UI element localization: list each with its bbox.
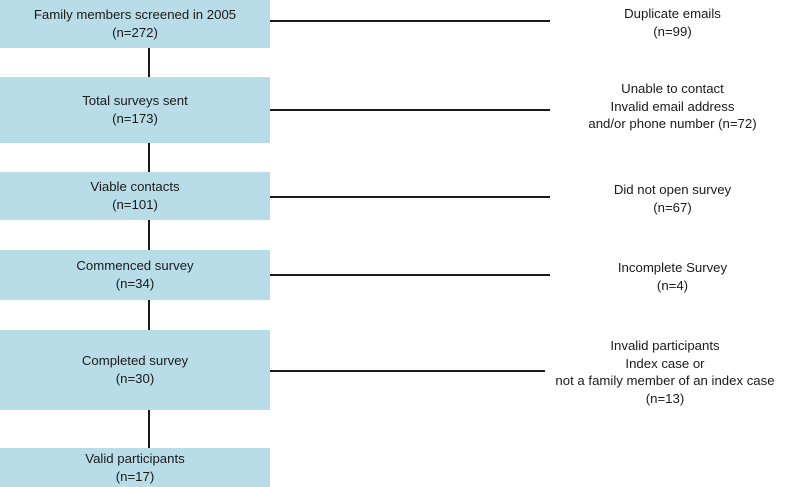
connector-branch-duplicate-emails	[270, 20, 550, 22]
flow-box-count: (n=34)	[115, 276, 155, 291]
connector-branch-did-not-open-survey	[270, 196, 550, 198]
connector-branch-unable-to-contact	[270, 109, 550, 111]
exclusion-note-line: Did not open survey	[613, 182, 732, 197]
exclusion-note-line: Incomplete Survey	[617, 260, 728, 275]
exclusion-note-did-not-open-survey: Did not open survey (n=67)	[545, 181, 800, 216]
connector-surveys-sent-to-viable-contacts	[148, 143, 150, 172]
exclusion-note-duplicate-emails: Duplicate emails (n=99)	[545, 5, 800, 40]
flow-box-count: (n=17)	[115, 468, 155, 484]
flow-box-label: Family members screened in 2005	[33, 7, 237, 23]
connector-viable-contacts-to-commenced	[148, 220, 150, 250]
flow-box-family-members-screened: Family members screened in 2005 (n=272)	[0, 0, 270, 48]
connector-branch-incomplete-survey	[270, 274, 550, 276]
exclusion-note-line: Duplicate emails	[624, 6, 721, 21]
exclusion-note-line: Invalid email address	[610, 98, 735, 114]
connector-screened-to-surveys-sent	[148, 48, 150, 77]
exclusion-note-incomplete-survey: Incomplete Survey (n=4)	[545, 259, 800, 294]
connector-completed-to-valid	[148, 410, 150, 448]
exclusion-note-line: (n=13)	[645, 391, 685, 407]
flow-box-label: Viable contacts	[90, 179, 180, 195]
flow-box-completed-survey: Completed survey (n=30)	[0, 330, 270, 410]
flow-box-viable-contacts: Viable contacts (n=101)	[0, 172, 270, 220]
connector-branch-invalid-participants	[270, 370, 545, 372]
exclusion-note-line: and/or phone number (n=72)	[588, 116, 757, 132]
flow-box-commenced-survey: Commenced survey (n=34)	[0, 250, 270, 300]
flow-box-total-surveys-sent: Total surveys sent (n=173)	[0, 77, 270, 143]
exclusion-note-line: not a family member of an index case	[555, 373, 775, 389]
flow-box-label: Valid participants	[85, 450, 185, 466]
flow-box-label: Commenced survey	[76, 258, 194, 274]
exclusion-note-line: Index case or	[625, 355, 705, 371]
exclusion-note-line: Unable to contact	[621, 81, 724, 96]
flow-box-label: Total surveys sent	[82, 93, 188, 109]
flow-box-label: Completed survey	[81, 353, 189, 369]
exclusion-note-line: (n=67)	[653, 199, 692, 215]
connector-commenced-to-completed	[148, 300, 150, 330]
exclusion-note-line: (n=4)	[656, 277, 689, 293]
exclusion-note-line: Invalid participants	[610, 338, 720, 353]
exclusion-note-invalid-participants: Invalid participants Index case or not a…	[530, 337, 800, 408]
flow-box-count: (n=272)	[112, 25, 158, 40]
flow-box-valid-participants: Valid participants (n=17)	[0, 448, 270, 487]
flow-box-count: (n=173)	[112, 111, 158, 126]
exclusion-note-line: (n=99)	[653, 23, 692, 39]
flow-box-count: (n=30)	[115, 371, 155, 386]
exclusion-note-unable-to-contact: Unable to contact Invalid email address …	[545, 80, 800, 133]
flow-box-count: (n=101)	[112, 197, 158, 212]
